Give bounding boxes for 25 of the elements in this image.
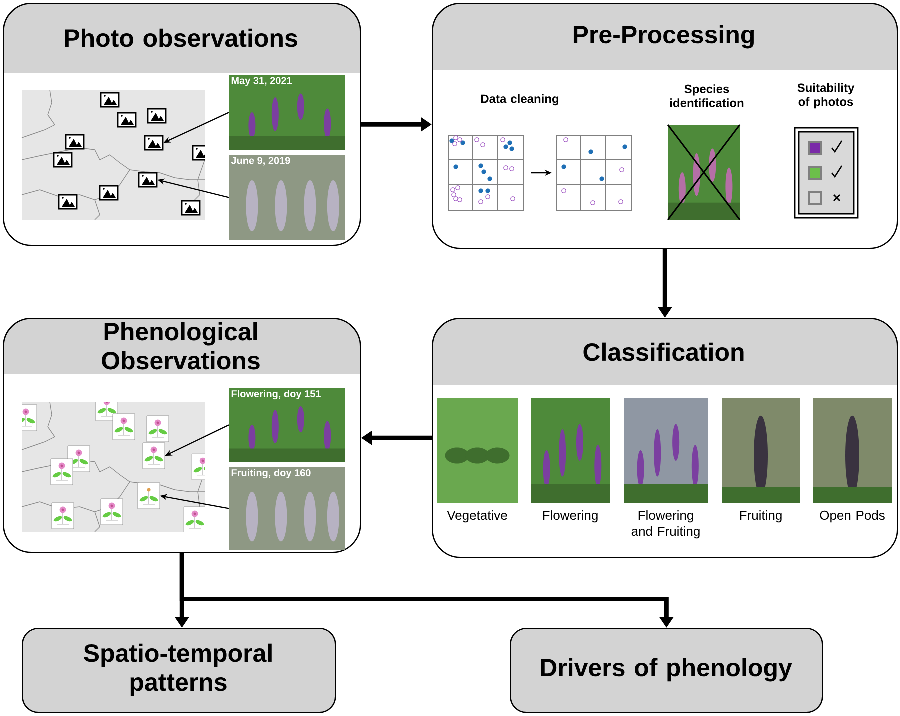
plant-icon (138, 482, 160, 510)
photo: Flowering, doy 151 (229, 388, 346, 462)
panel-heading: Data cleaning (481, 94, 559, 106)
result-box: Spatio-temporal patterns (22, 628, 336, 714)
panel-heading: Suitability of photos (798, 83, 855, 109)
photo-caption: Flowering and Fruiting (632, 510, 700, 539)
photo (722, 398, 800, 504)
plant-icon (142, 442, 166, 470)
photo-caption: Flowering (543, 510, 598, 523)
photo-marker-icon (144, 135, 164, 151)
photo (531, 398, 610, 504)
result-box: Drivers of phenology (510, 628, 824, 714)
photo (437, 398, 518, 504)
photo-marker-icon (138, 172, 158, 188)
grid-drawing (556, 134, 632, 211)
photo-caption: Open Pods (820, 510, 885, 523)
photo: June 9, 2019 (229, 155, 346, 240)
photo (624, 398, 708, 504)
photo-caption: Fruiting (740, 510, 782, 523)
grid-drawing (448, 134, 524, 211)
photo: May 31, 2021 (229, 75, 346, 150)
photo (813, 398, 892, 504)
panel-heading: Species identification (670, 84, 744, 108)
photo: Fruiting, doy 160 (229, 467, 346, 550)
photo-caption: Vegetative (447, 510, 508, 523)
